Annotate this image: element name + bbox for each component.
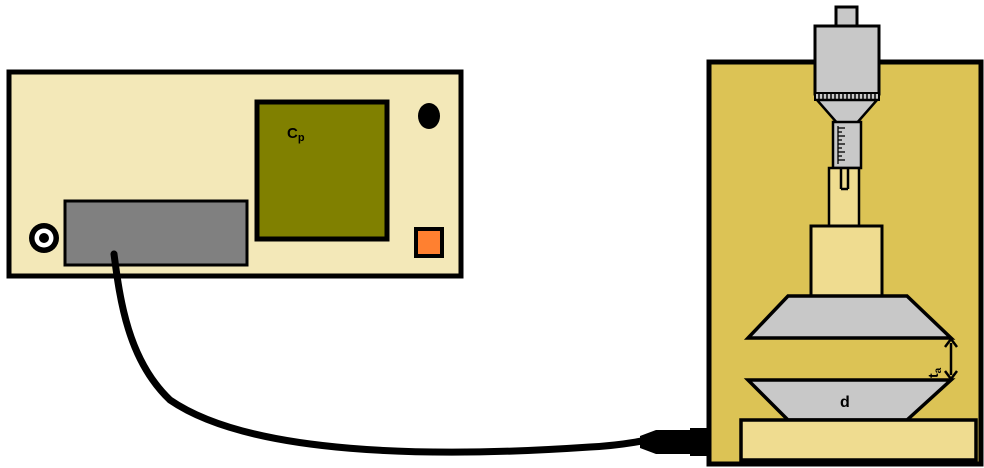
display-label: Cp — [287, 125, 305, 144]
thickness-label: ta — [925, 367, 944, 378]
diameter-label: d — [840, 394, 850, 411]
cable-plug — [640, 428, 709, 456]
panel-slot — [63, 199, 249, 267]
base-plate — [739, 418, 978, 462]
micrometer-thimble — [813, 24, 881, 96]
micrometer-spindle — [827, 166, 861, 229]
measurement-cable — [110, 250, 646, 456]
coax-connector-icon[interactable] — [29, 223, 59, 253]
micrometer-scale — [837, 126, 845, 164]
thickness-dimension-arrow — [944, 336, 958, 382]
micrometer-barrel — [831, 120, 863, 170]
capacitance-meter: Cp — [6, 69, 464, 279]
square-button-icon[interactable] — [414, 227, 444, 258]
electrode-holder — [809, 224, 884, 298]
micrometer-cap — [834, 5, 859, 29]
knob-icon[interactable] — [418, 103, 440, 129]
micrometer — [813, 5, 881, 229]
display-screen — [254, 99, 390, 242]
